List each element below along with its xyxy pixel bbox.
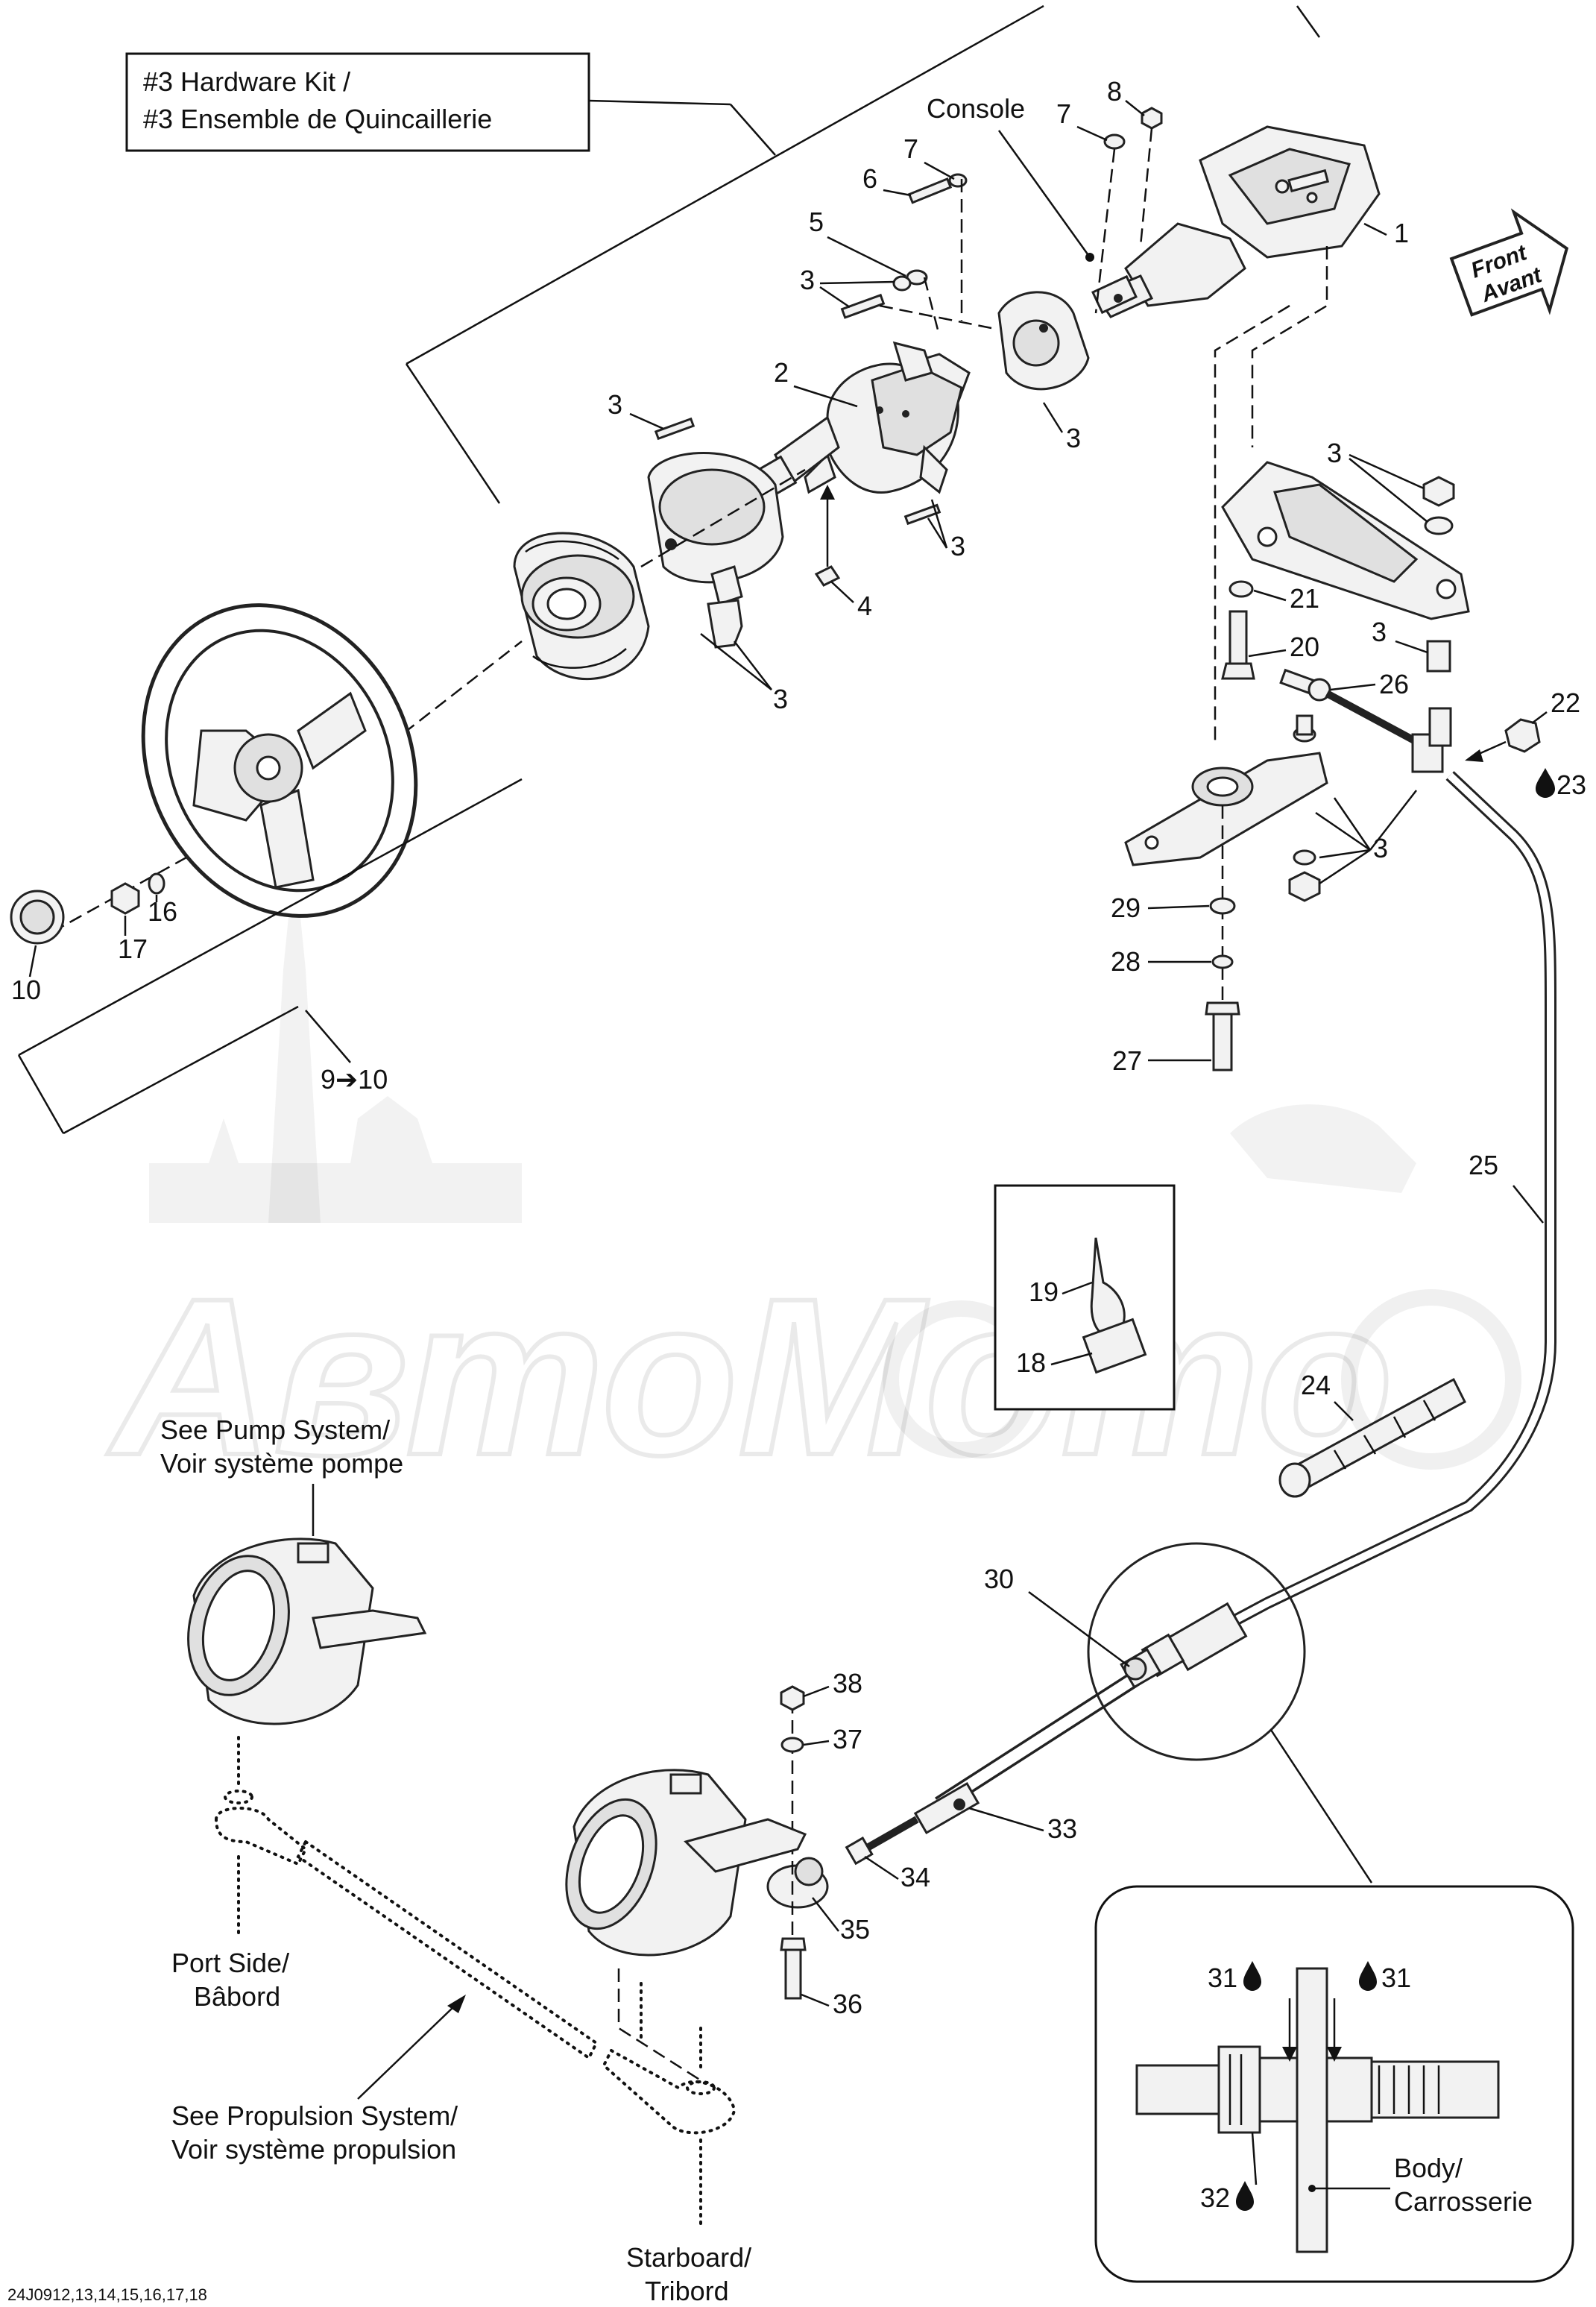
steering-helm-assembly bbox=[753, 341, 971, 500]
label-p32: 32 bbox=[1200, 2182, 1230, 2213]
hardware-kit-line1: #3 Hardware Kit / bbox=[143, 66, 350, 97]
starboard-ref-line2: Tribord bbox=[645, 2276, 729, 2306]
label-p17: 17 bbox=[118, 934, 148, 964]
label-p2: 2 bbox=[774, 357, 789, 388]
propulsion-ref-line2: Voir système propulsion bbox=[171, 2134, 456, 2165]
drop-icon bbox=[1236, 2181, 1254, 2211]
small-fasteners-top bbox=[840, 107, 1163, 319]
cable-end-fittings bbox=[766, 1602, 1248, 1909]
steering-wheel bbox=[141, 603, 418, 918]
label-p5: 5 bbox=[809, 207, 824, 237]
label-p19: 19 bbox=[1029, 1277, 1059, 1307]
label-p31-right: 31 bbox=[1381, 1963, 1411, 1993]
drawing-code: 24J0912,13,14,15,16,17,18 bbox=[7, 2285, 207, 2304]
label-p29: 29 bbox=[1111, 893, 1141, 923]
label-p37: 37 bbox=[833, 1724, 862, 1754]
port-ref-line2: Bâbord bbox=[194, 1981, 280, 2012]
drop-icon bbox=[1536, 768, 1555, 798]
lower-bracket bbox=[1124, 714, 1328, 866]
label-p34: 34 bbox=[900, 1862, 930, 1892]
label-p23: 23 bbox=[1556, 769, 1586, 800]
hardware-kit-line2: #3 Ensemble de Quincaillerie bbox=[143, 104, 492, 134]
port-ref-line1: Port Side/ bbox=[171, 1948, 289, 1978]
cable-grommet bbox=[1278, 1377, 1466, 1498]
label-p28: 28 bbox=[1111, 946, 1141, 977]
label-p16: 16 bbox=[148, 896, 177, 927]
steering-cable bbox=[935, 771, 1556, 1812]
hub-cover bbox=[647, 452, 784, 605]
label-p7a: 7 bbox=[1056, 98, 1071, 129]
label-p1: 1 bbox=[1394, 218, 1409, 248]
pump-nozzle bbox=[187, 1538, 427, 1725]
body-ref-line2: Carrosserie bbox=[1394, 2186, 1533, 2217]
pump-ref-line1: See Pump System/ bbox=[160, 1414, 390, 1445]
label-p3-b: 3 bbox=[1066, 423, 1081, 453]
label-p30: 30 bbox=[984, 1564, 1014, 1594]
label-p27: 27 bbox=[1112, 1045, 1142, 1076]
steering-flange-plate: 3 bbox=[997, 291, 1090, 453]
starboard-nozzle bbox=[565, 1769, 807, 1957]
label-p26: 26 bbox=[1379, 669, 1409, 699]
label-p24: 24 bbox=[1301, 1370, 1331, 1400]
label-p20: 20 bbox=[1290, 632, 1319, 662]
upper-bracket bbox=[1221, 461, 1470, 620]
label-p4: 4 bbox=[857, 591, 872, 621]
hardware-kit-callout: #3 Hardware Kit / #3 Ensemble de Quincai… bbox=[125, 4, 1321, 504]
watermark-text: АвтоМото bbox=[105, 1251, 1394, 1502]
watermark: АвтоМото bbox=[103, 857, 1521, 1504]
label-p3-c: 3 bbox=[608, 389, 622, 420]
steering-adapter bbox=[513, 532, 650, 680]
label-p36: 36 bbox=[833, 1989, 862, 2019]
drop-icon bbox=[1359, 1961, 1377, 1991]
label-p31-left: 31 bbox=[1208, 1963, 1237, 1993]
cable-tie-box bbox=[994, 1184, 1176, 1411]
label-p33: 33 bbox=[1047, 1813, 1077, 1844]
label-p35: 35 bbox=[840, 1914, 870, 1945]
label-range-9-10: 9➔10 bbox=[321, 1064, 388, 1095]
label-p3-d: 3 bbox=[950, 531, 965, 561]
wheel-cap-nut-washer bbox=[10, 872, 165, 945]
label-p8: 8 bbox=[1107, 76, 1122, 107]
body-ref-line1: Body/ bbox=[1394, 2153, 1463, 2183]
label-p21: 21 bbox=[1290, 583, 1319, 614]
label-p10: 10 bbox=[11, 975, 41, 1005]
label-p6: 6 bbox=[862, 163, 877, 194]
label-p38: 38 bbox=[833, 1668, 862, 1699]
detail-inset bbox=[1094, 1885, 1574, 2283]
drop-icon bbox=[1243, 1961, 1261, 1991]
label-p3-a: 3 bbox=[800, 265, 815, 295]
label-p7b: 7 bbox=[903, 133, 918, 164]
pump-ref-line2: Voir système pompe bbox=[160, 1448, 403, 1479]
console-label: Console bbox=[927, 93, 1025, 124]
tie-rod bbox=[214, 1736, 737, 2231]
label-p3-e: 3 bbox=[773, 684, 788, 714]
label-p25: 25 bbox=[1469, 1150, 1498, 1180]
label-p3-f: 3 bbox=[1327, 438, 1342, 468]
label-p18: 18 bbox=[1016, 1347, 1046, 1378]
label-p22: 22 bbox=[1551, 687, 1580, 718]
label-p3-g: 3 bbox=[1372, 617, 1387, 647]
starboard-ref-line1: Starboard/ bbox=[626, 2242, 751, 2273]
propulsion-ref-line1: See Propulsion System/ bbox=[171, 2100, 458, 2131]
front-arrow-icon: Front Avant bbox=[1449, 208, 1569, 317]
steering-console-housing bbox=[1091, 125, 1381, 318]
